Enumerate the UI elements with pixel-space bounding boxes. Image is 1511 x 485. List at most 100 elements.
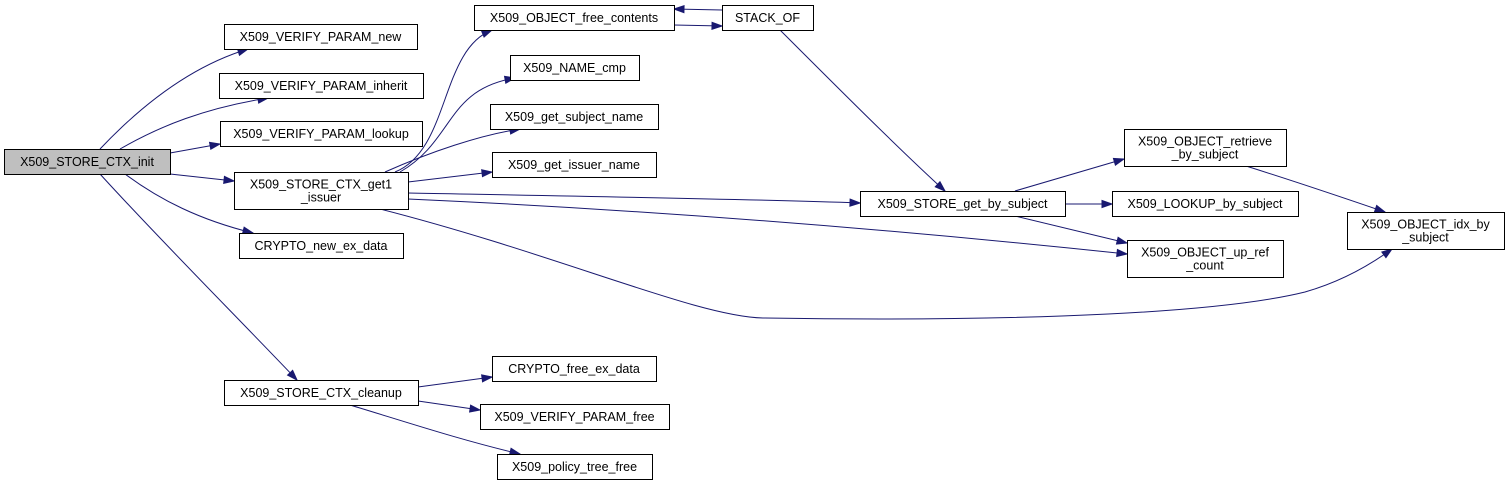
node-box[interactable] [474,5,675,31]
arrowhead [1101,199,1114,209]
edge-line [399,77,516,173]
node-label: _count [1185,259,1224,273]
arrowhead [241,226,255,235]
arrowhead [849,198,862,207]
node-get1-issuer[interactable]: X509_STORE_CTX_get1_issuer [234,172,409,210]
node-label: X509_STORE_get_by_subject [877,197,1048,211]
node-stack-of[interactable]: STACK_OF [722,5,814,31]
arrowhead [469,404,482,413]
edge-line [124,173,254,234]
node-label: X509_get_issuer_name [508,158,640,172]
arrowhead [286,369,299,382]
node-policy-free[interactable]: X509_policy_tree_free [497,454,653,480]
node-name-cmp[interactable]: X509_NAME_cmp [510,55,640,81]
node-get-subject[interactable]: X509_get_subject_name [490,104,659,130]
node-label: X509_OBJECT_free_contents [490,11,658,25]
node-label: X509_get_subject_name [505,110,643,124]
node-box[interactable] [220,121,423,147]
node-box[interactable] [234,172,409,210]
edge-obj_free-to-stack_of [673,21,724,30]
arrowhead [208,141,222,150]
edge-get1_issuer-to-obj_free [394,29,494,173]
node-box[interactable] [510,55,640,81]
edge-stack_of-to-obj_free [672,5,723,14]
node-cleanup[interactable]: X509_STORE_CTX_cleanup [224,380,419,406]
node-retrieve[interactable]: X509_OBJECT_retrieve_by_subject [1124,129,1287,167]
edge-get_by_subject-to-lookup_by_subject [1065,199,1114,209]
node-box[interactable] [860,191,1066,217]
node-box[interactable] [219,73,424,99]
arrowhead [481,169,494,178]
edge-cleanup-to-vp_free [417,400,482,413]
node-box[interactable] [239,233,404,259]
arrowhead [480,29,494,38]
arrowhead [1373,204,1387,213]
node-label: X509_STORE_CTX_cleanup [240,386,402,400]
edge-get_by_subject-to-up_ref [1014,215,1129,245]
node-label: X509_OBJECT_up_ref [1141,246,1269,260]
node-box[interactable] [1124,129,1287,167]
node-label: X509_VERIFY_PARAM_new [240,30,403,44]
edge-line [407,192,861,204]
arrowhead [1112,157,1126,166]
arrowhead [1115,236,1129,245]
node-label: X509_VERIFY_PARAM_free [494,410,654,424]
node-label: X509_NAME_cmp [523,61,626,75]
edge-get1_issuer-to-up_ref [407,198,1129,258]
arrowhead [481,374,494,383]
node-label: X509_STORE_CTX_get1 [250,178,392,192]
edge-init-to-get1_issuer [169,173,236,185]
node-vp-free[interactable]: X509_VERIFY_PARAM_free [480,404,670,430]
node-box[interactable] [492,152,657,178]
edge-line [1014,215,1128,244]
node-box[interactable] [480,404,670,430]
node-label: X509_VERIFY_PARAM_inherit [235,79,408,93]
edge-retrieve-to-idx_by_subject [1245,165,1387,213]
node-init[interactable]: X509_STORE_CTX_init [4,149,171,175]
edge-line [1014,158,1125,192]
node-box[interactable] [224,380,419,406]
node-box[interactable] [1112,191,1299,217]
node-get-by-subject[interactable]: X509_STORE_get_by_subject [860,191,1066,217]
node-box[interactable] [1127,240,1284,278]
edge-line [379,208,1393,320]
edge-stack_of-to-get_by_subject [779,29,947,193]
node-box[interactable] [722,5,814,31]
node-vp-lookup[interactable]: X509_VERIFY_PARAM_lookup [220,121,423,147]
node-box[interactable] [492,356,657,382]
node-label: X509_VERIFY_PARAM_lookup [233,127,409,141]
edge-init-to-vp_lookup [169,141,222,154]
node-label: X509_policy_tree_free [512,460,637,474]
node-get-issuer[interactable]: X509_get_issuer_name [492,152,657,178]
node-box[interactable] [1347,212,1505,250]
edge-line [394,29,493,173]
node-label: _issuer [300,191,341,205]
edge-init-to-crypto_new [124,173,255,235]
node-idx-by-subject[interactable]: X509_OBJECT_idx_by_subject [1347,212,1505,250]
node-box[interactable] [490,104,659,130]
node-crypto-free[interactable]: CRYPTO_free_ex_data [492,356,657,382]
node-box[interactable] [497,454,653,480]
edge-line [407,171,493,183]
node-lookup-by-subject[interactable]: X509_LOOKUP_by_subject [1112,191,1299,217]
arrowhead [1381,248,1394,259]
node-obj-free[interactable]: X509_OBJECT_free_contents [474,5,675,31]
edge-get1_issuer-to-idx_by_subject [379,208,1394,320]
node-label: _by_subject [1171,148,1239,162]
node-box[interactable] [224,24,418,50]
node-label: CRYPTO_free_ex_data [508,362,640,376]
edge-line [1245,165,1386,213]
node-crypto-new[interactable]: CRYPTO_new_ex_data [239,233,404,259]
edge-line [384,128,521,173]
node-box[interactable] [4,149,171,175]
node-vp-inherit[interactable]: X509_VERIFY_PARAM_inherit [219,73,424,99]
edge-line [417,376,493,388]
arrowhead [223,175,236,185]
edge-line [779,29,946,192]
edge-get1_issuer-to-get_issuer [407,169,494,183]
node-vp-new[interactable]: X509_VERIFY_PARAM_new [224,24,418,50]
node-label: _subject [1401,231,1449,245]
node-label: STACK_OF [735,11,800,25]
node-up-ref[interactable]: X509_OBJECT_up_ref_count [1127,240,1284,278]
